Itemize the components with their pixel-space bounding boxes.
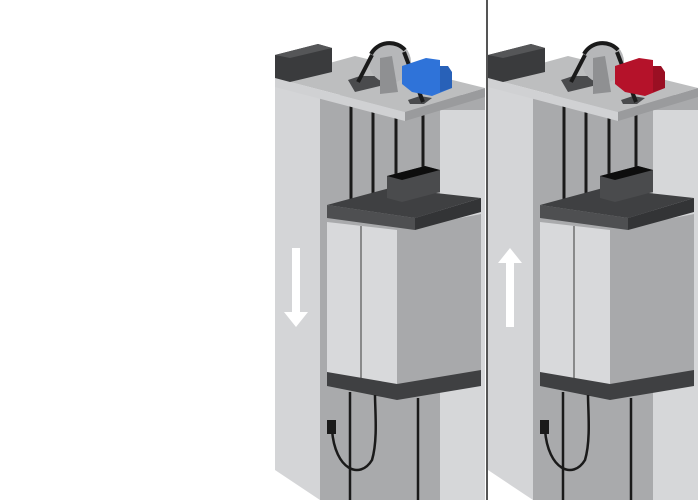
panel-down (273, 39, 487, 500)
arrow-down-icon (284, 248, 308, 327)
arrow-up-icon (498, 248, 522, 327)
panel-up (486, 39, 700, 500)
